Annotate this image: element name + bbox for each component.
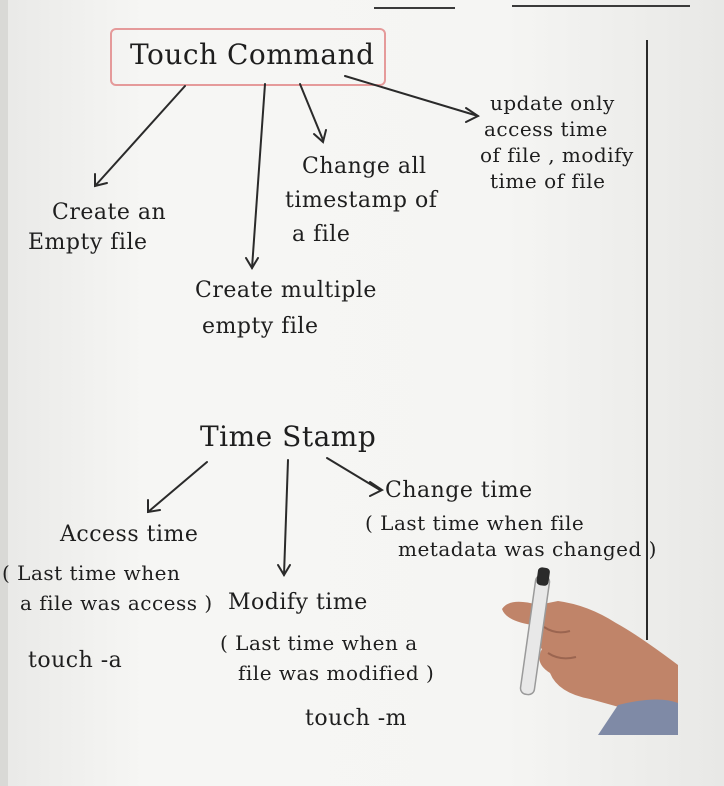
branch-update-line2: access time — [484, 117, 608, 141]
modify-time-title: Modify time — [228, 590, 368, 615]
access-time-note1: ( Last time when — [2, 561, 181, 585]
branch-update-line1: update only — [490, 91, 615, 115]
branch-create-empty-line2: Empty file — [28, 230, 148, 255]
access-time-title: Access time — [60, 522, 199, 547]
modify-time-command: touch -m — [305, 706, 408, 731]
title-box — [110, 28, 386, 86]
branch-create-empty-line1: Create an — [52, 200, 167, 225]
branch-change-all-line3: a file — [292, 222, 351, 247]
vertical-divider — [646, 40, 648, 640]
branch-create-multiple-line2: empty file — [202, 314, 319, 339]
access-time-note2: a file was access ) — [20, 591, 213, 615]
change-time-note1: ( Last time when file — [365, 511, 585, 535]
branch-create-multiple-line1: Create multiple — [195, 278, 377, 303]
board-title: Touch Command — [130, 38, 375, 71]
branch-change-all-line2: timestamp of — [285, 188, 438, 213]
change-time-title: Change time — [385, 478, 533, 503]
branch-update-line3: of file , modify — [480, 143, 634, 167]
board-edge — [0, 0, 8, 786]
branch-change-all-line1: Change all — [302, 154, 427, 179]
modify-time-note2: file was modified ) — [238, 661, 435, 685]
access-time-command: touch -a — [28, 648, 123, 673]
presenter-hand — [502, 567, 678, 735]
branch-update-line4: time of file — [490, 169, 606, 193]
change-time-note2: metadata was changed ) — [398, 537, 657, 561]
timestamp-heading: Time Stamp — [200, 420, 377, 453]
modify-time-note1: ( Last time when a — [220, 631, 418, 655]
